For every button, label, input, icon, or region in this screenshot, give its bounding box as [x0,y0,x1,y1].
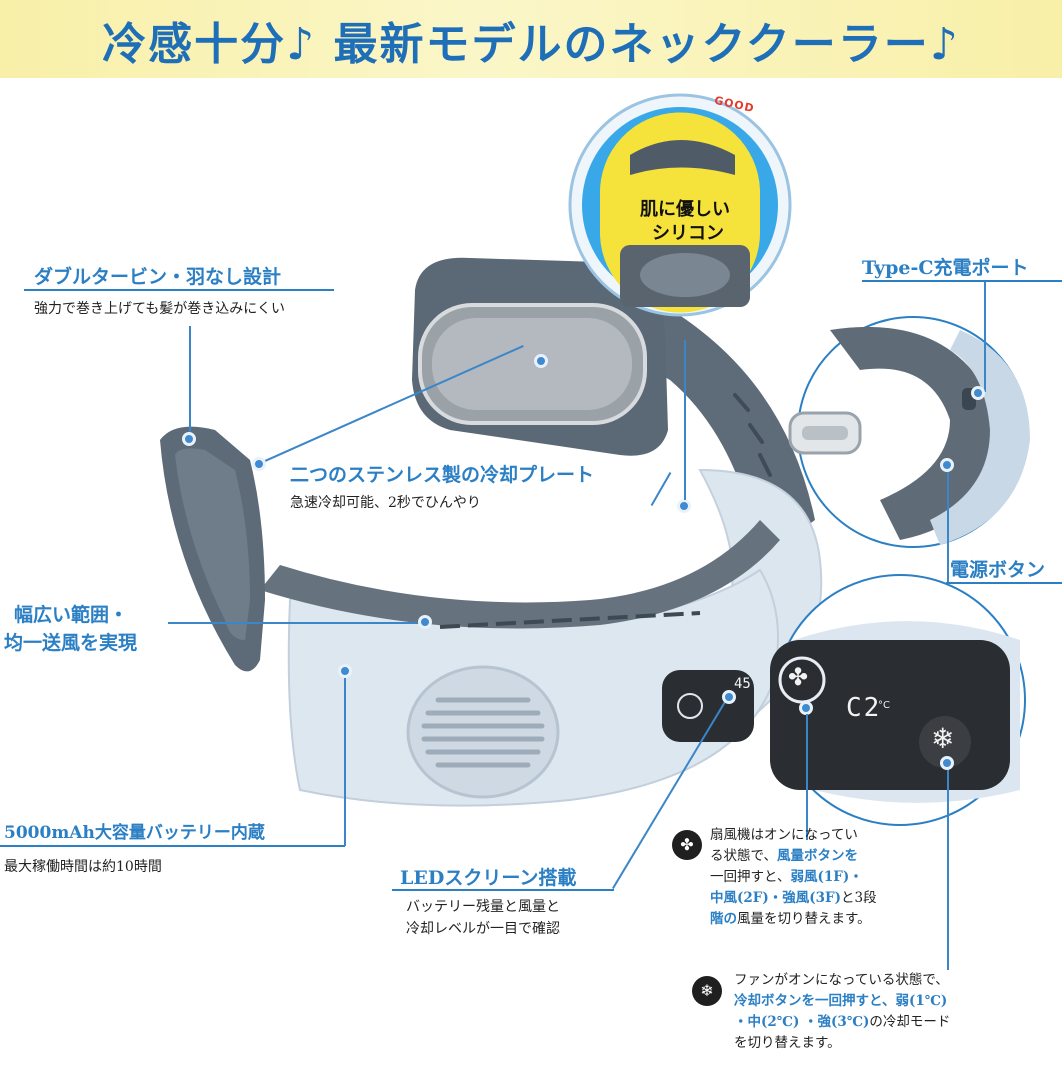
turbine-underline [24,289,334,291]
battery-desc: 最大稼働時間は約10時間 [4,859,162,875]
turbine-dot [182,432,196,446]
fan-note-l4: 中風(2F)・強風(3F)と3段 [710,890,877,906]
battery-leader [344,678,346,846]
cool-note: ファンがオンになっている状態で、 冷却ボタンを一回押すと、弱(1℃) ・中(2℃… [734,970,1054,1054]
typec-dot [971,386,985,400]
power-dot [940,458,954,472]
screen-temp-unit: °C [878,700,890,711]
fan-note: 扇風機はオンになってい る状態で、風量ボタンを 一回押すと、弱風(1F)・ 中風… [710,825,950,930]
wide-leader [168,622,423,624]
led-desc-2: 冷却レベルが一目で確認 [406,921,560,937]
cool-button-dot [940,756,954,770]
snowflake-icon: ❄ [931,722,955,755]
screen-small-readout: 45 [734,676,751,692]
plate-dot-2 [534,354,548,368]
fan-note-l1: 扇風機はオンになってい [710,827,858,843]
fan-note-icon: ✤ [672,830,702,860]
led-desc-1: バッテリー残量と風量と [406,899,560,915]
plate-dot-1 [252,457,266,471]
cool-note-l2: 冷却ボタンを一回押すと、弱(1℃) [734,993,948,1009]
fan-note-l3: 一回押すと、弱風(1F)・ [710,869,863,885]
led-title: LEDスクリーン搭載 [400,867,577,889]
typec-leader [984,282,986,392]
wide-title-2: 均一送風を実現 [4,632,138,654]
cool-note-leader [947,770,949,970]
battery-title: 5000mAh大容量バッテリー内蔵 [4,823,265,843]
title-banner: 冷感十分♪ 最新モデルのネッククーラー♪ [0,0,1062,78]
power-underline [946,582,1062,584]
plate-leader-3 [684,340,686,500]
plate-dot-3 [677,499,691,513]
cool-note-l3: ・中(2℃) ・強(3℃)の冷却モード [734,1014,951,1030]
plate-desc: 急速冷却可能、2秒でひんやり [290,495,481,511]
power-title: 電源ボタン [950,559,1046,581]
typec-title: Type-C充電ポート [862,257,1029,279]
turbine-desc: 強力で巻き上げても髪が巻き込みにくい [34,301,286,317]
silicone-label-2: シリコン [652,223,724,244]
led-underline [392,889,614,891]
plate-title: 二つのステンレス製の冷却プレート [290,464,595,486]
device-screen-small [662,670,754,742]
typec-underline [862,280,1062,282]
fan-button-dot [799,701,813,715]
wide-dot [418,615,432,629]
battery-dot [338,664,352,678]
cool-note-icon: ❄ [692,976,722,1006]
fan-note-leader [806,714,808,840]
silicone-label-1: 肌に優しい [640,199,730,220]
cool-note-l1: ファンがオンになっている状態で、 [734,972,949,988]
speaker-grille [406,665,560,799]
cool-note-l4: を切り替えます。 [734,1035,841,1051]
device-top-strap [260,520,780,629]
turbine-leader [189,326,191,438]
wide-title-1: 幅広い範囲・ [14,604,129,626]
fan-note-l5: 階の風量を切り替えます。 [710,911,871,927]
banner-title: 冷感十分♪ 最新モデルのネッククーラー♪ [102,19,960,70]
battery-underline [0,845,345,847]
fan-icon: ✤ [788,663,809,691]
turbine-title: ダブルタービン・羽なし設計 [34,266,282,288]
screen-temp-readout: C2 [846,693,882,723]
power-leader [947,470,949,582]
fan-note-l2: る状態で、風量ボタンを [710,848,858,864]
led-dot [722,690,736,704]
